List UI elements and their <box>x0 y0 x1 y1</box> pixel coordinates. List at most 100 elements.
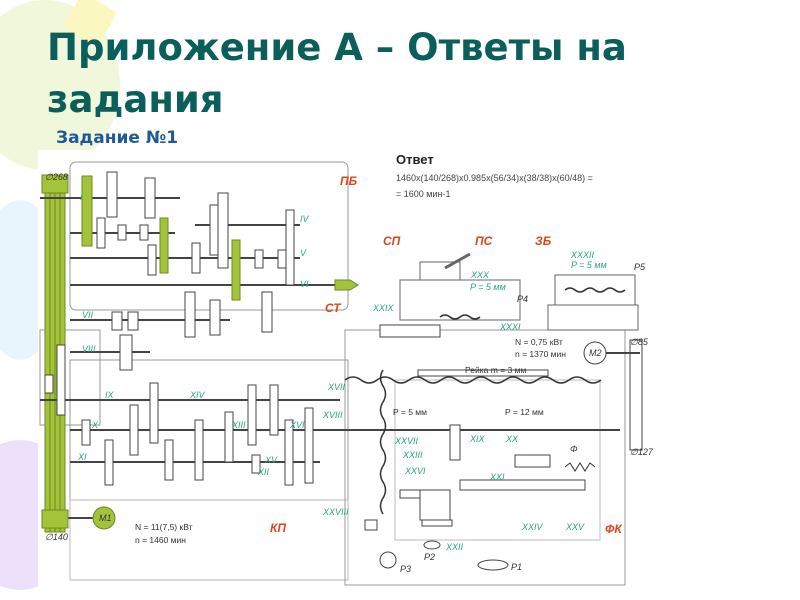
shaft-label-XVII: XVII <box>327 382 346 392</box>
gear-33 <box>194 419 204 481</box>
kinematic-scheme: ∅268 ∅140 ∅85 ∅127 ПБ СП ПС ЗБ СТ КП ФК … <box>38 150 658 590</box>
tailstock-screw <box>564 287 626 293</box>
shaft-label-X: X <box>91 420 99 430</box>
motor-m2-speed: n = 1370 мин <box>515 349 566 359</box>
unit-label-kp: КП <box>270 521 286 535</box>
gear-35-xi <box>104 439 114 486</box>
motor-m1 <box>92 506 116 530</box>
shaft-label-VII: VII <box>82 310 94 320</box>
slide-subtitle: Задание №1 <box>56 128 179 148</box>
shaft-label-XI: XI <box>77 452 87 462</box>
handle-p1-label: P1 <box>511 562 522 572</box>
gear-c36 <box>44 374 54 394</box>
tool-post-handle <box>444 252 471 270</box>
rack-label: Рейка m = 3 мм <box>465 365 526 375</box>
handwheel-p1 <box>477 559 509 571</box>
gear-28-ix <box>149 382 159 444</box>
motor-housing <box>69 499 349 581</box>
headstock-housing <box>69 161 349 311</box>
tool-post <box>419 261 461 281</box>
shaft-label-XXI: XXI <box>489 472 505 482</box>
motor-m1-speed: n = 1460 мин <box>135 535 186 545</box>
shaft-label-XIII: XIII <box>231 420 246 430</box>
shaft-label-XXV: XXV <box>565 522 585 532</box>
worm-gear-4 <box>514 454 551 468</box>
shaft-label-XXVIII: XXVIII <box>322 507 349 517</box>
phi-label: Φ <box>570 444 578 454</box>
answer-result: = 1600 мин-1 <box>396 189 451 199</box>
shaft-label-XXVI: XXVI <box>404 466 426 476</box>
rapid-belt-drive <box>629 339 643 451</box>
shaft-label-V: V <box>300 248 307 258</box>
gear-45 <box>191 242 201 274</box>
shaft-label-XVI: XVI <box>289 420 305 430</box>
shaft-label-XXIV: XXIV <box>521 522 544 532</box>
shaft-label-XVIII: XVIII <box>322 410 343 420</box>
shaft-label-XIV: XIV <box>189 390 206 400</box>
gear-47 <box>147 244 157 276</box>
gear-28-xii <box>251 454 261 474</box>
tail-screw-pitch: P = 5 мм <box>571 260 607 270</box>
kinematic-scheme-svg: ∅268 ∅140 ∅85 ∅127 ПБ СП ПС ЗБ СТ КП ФК … <box>39 161 654 586</box>
tailstock-base <box>547 304 639 331</box>
gear-30-vii-b <box>127 311 139 331</box>
gear-60-vi <box>261 291 273 333</box>
gear-50 <box>144 177 156 219</box>
gear-block-20-23 <box>379 324 441 338</box>
unit-label-sp: СП <box>383 234 401 248</box>
gear-55 <box>419 489 451 521</box>
gear-51 <box>106 171 118 218</box>
cross-feed-screw <box>439 314 481 320</box>
motor-m1-label: M1 <box>99 513 112 523</box>
gear-45-xiii <box>224 411 234 463</box>
shaft-label-IX: IX <box>105 390 115 400</box>
gear-a40 <box>56 344 66 416</box>
shaft-label-XXXII: XXXII <box>570 250 595 260</box>
shaft-label-VIII: VIII <box>82 344 96 354</box>
lead-screw-pitch: P = 12 мм <box>505 407 544 417</box>
gear-18 <box>285 209 295 286</box>
apron-housing <box>344 329 626 586</box>
gear-45-vii <box>209 299 221 336</box>
rack <box>417 369 549 377</box>
shaft-label-XXIX: XXIX <box>372 303 395 313</box>
gear-25 <box>119 334 133 371</box>
gear-60-c <box>217 192 229 269</box>
pulley-268 <box>41 174 69 194</box>
motor-m2-power: N = 0,75 кВт <box>515 337 563 347</box>
feed-box-housing <box>394 379 601 541</box>
gear-28-x <box>81 419 91 446</box>
feed-worm <box>379 369 387 515</box>
gear-21 <box>139 224 149 241</box>
handle-p2 <box>423 540 441 550</box>
pulley-140 <box>41 509 69 529</box>
unit-label-fk: ФК <box>605 522 623 536</box>
feed-screw-pitch: P = 5 мм <box>393 407 427 417</box>
gear-30-x <box>129 404 139 456</box>
answer-heading: Ответ <box>396 152 434 167</box>
handle-p3-label: P3 <box>400 564 411 574</box>
shaft-label-XXII: XXII <box>445 542 464 552</box>
gear-66 <box>421 519 453 527</box>
gear-28-xiii <box>247 384 257 446</box>
answer-block: Ответ 1460x(140/268)x0.985x(56/34)x(38/3… <box>396 152 656 199</box>
handle-p4-label: P4 <box>517 294 528 304</box>
cross-screw-pitch: P = 5 мм <box>470 282 506 292</box>
motor-m2-label: M2 <box>589 348 602 358</box>
shaft-label-XIX: XIX <box>469 434 486 444</box>
pulley-268-label: ∅268 <box>45 172 68 182</box>
gear-30-vii <box>111 311 123 331</box>
shaft-label-XXVII: XXVII <box>394 436 419 446</box>
pulley-85-label: ∅85 <box>630 337 649 347</box>
gear-56-highlighted <box>81 175 93 247</box>
gear-60-vii <box>184 291 196 338</box>
spindle-nose <box>334 279 359 291</box>
spring <box>564 462 596 472</box>
gear-30 <box>254 249 264 269</box>
shaft-label-XII: XII <box>257 467 270 477</box>
gear-72 <box>277 249 287 269</box>
motor-m1-power: N = 11(7,5) кВт <box>135 522 193 532</box>
handle-p2-label: P2 <box>424 552 435 562</box>
shaft-label-IV: IV <box>300 214 310 224</box>
answer-formula: 1460x(140/268)x0.985x(56/34)x(38/38)x(60… <box>396 173 593 183</box>
